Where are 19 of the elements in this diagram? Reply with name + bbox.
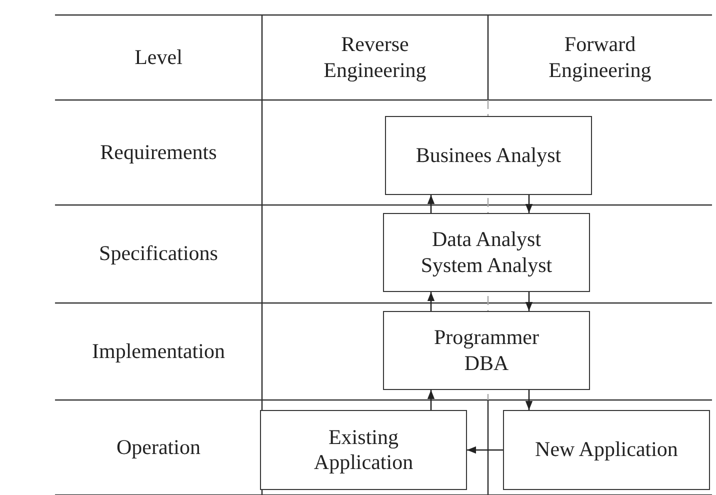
column-header: Reverse Engineering [322, 32, 428, 83]
arrow [427, 292, 435, 311]
arrow [525, 390, 533, 410]
column-header: Forward Engineering [548, 32, 652, 83]
role-box: Data Analyst System Analyst [383, 213, 590, 292]
arrow [525, 195, 533, 213]
role-box: New Application [503, 410, 710, 490]
row-header: Requirements [100, 140, 217, 166]
row-header: Operation [116, 434, 200, 460]
arrow [467, 446, 503, 454]
row-header: Specifications [99, 241, 218, 267]
arrow [427, 195, 435, 213]
arrow [427, 390, 435, 410]
row-header: Implementation [92, 338, 225, 364]
role-box: Existing Application [260, 410, 467, 490]
role-box: Businees Analyst [385, 116, 592, 195]
column-header: Level [134, 44, 182, 70]
arrow [525, 292, 533, 311]
role-box: Programmer DBA [383, 311, 590, 390]
